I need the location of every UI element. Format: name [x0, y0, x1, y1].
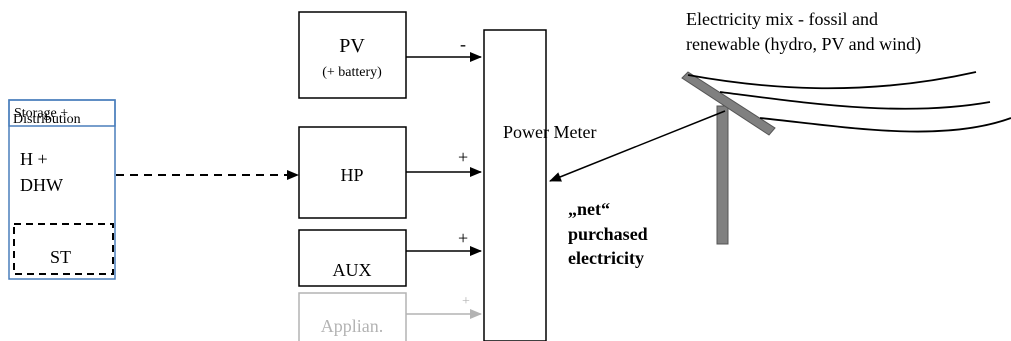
power-meter-label: Power Meter	[503, 122, 596, 142]
pv-label: PV	[339, 35, 365, 57]
dhw-label: DHW	[20, 175, 63, 195]
utility-pole-icon	[681, 71, 1011, 245]
pv-sub-label: (+ battery)	[322, 65, 382, 80]
appliances-label: Applian.	[321, 316, 384, 336]
electricity-mix-line1: Electricity mix - fossil and	[686, 9, 878, 29]
storage-header-line2: Distribution	[13, 112, 81, 127]
hp-sign: +	[458, 147, 468, 167]
hp-label: HP	[340, 165, 363, 185]
hp-box: HP	[298, 126, 407, 219]
st-label: ST	[50, 247, 71, 267]
pv-sign: -	[460, 34, 466, 54]
power-meter-box	[483, 29, 547, 341]
solar-thermal-box	[13, 223, 114, 275]
net-label-line1: „net“	[568, 199, 610, 219]
h-label: H +	[20, 149, 48, 169]
grid-to-meter-arrow	[549, 110, 726, 182]
net-label-line2: purchased	[568, 224, 648, 244]
aux-label: AUX	[333, 260, 372, 280]
appliances-sign: +	[462, 294, 470, 309]
storage-distribution-box: Storage + Distribution H + DHW ST	[8, 99, 116, 280]
aux-box: AUX	[298, 229, 407, 287]
storage-header	[8, 99, 116, 127]
pv-box: PV (+ battery)	[298, 11, 407, 99]
net-label-line3: electricity	[568, 248, 644, 268]
storage-header-line1: Storage +	[14, 106, 68, 121]
aux-sign: +	[458, 228, 468, 248]
electricity-mix-line2: renewable (hydro, PV and wind)	[686, 34, 921, 55]
appliances-box: Applian.	[298, 292, 407, 341]
